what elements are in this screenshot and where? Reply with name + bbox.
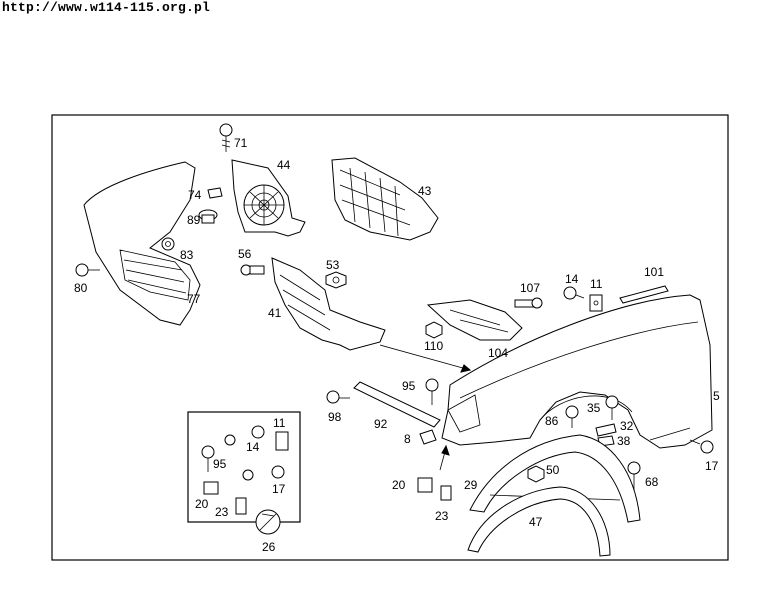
part-5-fender [441, 294, 713, 449]
callout-14-inset: 14 [246, 440, 260, 454]
callout-101: 101 [644, 265, 664, 279]
callout-35: 35 [587, 401, 601, 415]
callout-26: 26 [262, 540, 276, 554]
part-11-clip-top [589, 294, 603, 312]
source-url: http://www.w114-115.org.pl [2, 0, 211, 15]
callout-20-bottom: 20 [392, 478, 406, 492]
callout-68: 68 [645, 475, 659, 489]
part-92-bar [353, 381, 441, 428]
part-headlamp-corner [83, 161, 201, 326]
part-89-grommet [198, 209, 218, 224]
callout-47: 47 [529, 515, 543, 529]
part-53-nut [325, 271, 347, 289]
callout-11-inset: 11 [273, 416, 286, 430]
part-101-strip [619, 285, 669, 304]
callout-8: 8 [404, 432, 411, 446]
part-50-nut [527, 465, 545, 483]
part-86-clip [565, 405, 579, 428]
callout-43: 43 [418, 184, 432, 198]
callout-38: 38 [617, 434, 631, 448]
callout-107: 107 [520, 281, 540, 295]
callout-98: 98 [328, 410, 342, 424]
part-32-bracket [595, 423, 617, 437]
part-35-screw [605, 395, 619, 420]
callout-92: 92 [374, 417, 388, 431]
part-110-nut [425, 321, 443, 339]
part-104-bracket [426, 299, 523, 341]
part-47-arch [467, 486, 611, 557]
part-107-bolt [514, 297, 543, 309]
part-74-clip [207, 187, 223, 199]
part-8-clip [419, 429, 437, 445]
callout-53: 53 [326, 258, 340, 272]
callout-20-inset: 20 [195, 497, 209, 511]
callout-14-top: 14 [565, 272, 579, 286]
part-20-nut-bottom [417, 477, 433, 493]
callout-5: 5 [713, 389, 720, 403]
callout-23-bottom: 23 [435, 509, 449, 523]
callout-17-right: 17 [705, 459, 719, 473]
inset-hardware [201, 425, 289, 515]
part-95-screw [425, 378, 439, 405]
callout-86: 86 [545, 414, 559, 428]
lower-arrow [439, 444, 450, 471]
part-83-grommet [161, 237, 175, 251]
callout-74: 74 [188, 188, 202, 202]
callout-11-top: 11 [590, 277, 603, 291]
callout-83: 83 [180, 248, 194, 262]
callout-56: 56 [238, 247, 252, 261]
callout-17-inset: 17 [272, 482, 286, 496]
callout-29: 29 [464, 478, 478, 492]
callout-77: 77 [187, 292, 201, 306]
part-80-bolt [75, 263, 100, 277]
callout-95-top: 95 [402, 379, 416, 393]
part-44-bracket [231, 159, 306, 237]
callout-80: 80 [74, 281, 88, 295]
callout-104: 104 [488, 346, 508, 360]
callout-32: 32 [620, 419, 634, 433]
part-68-bolt [627, 461, 641, 490]
assembly-arrow [379, 344, 472, 373]
part-26-tool [255, 509, 281, 535]
part-14-screw-top [563, 286, 585, 300]
callout-41: 41 [268, 306, 282, 320]
callout-89: 89 [187, 213, 201, 227]
part-17-screw-right [689, 439, 714, 454]
callout-71: 71 [234, 136, 248, 150]
part-98-bolt [326, 390, 350, 404]
part-71-bolt [219, 123, 233, 152]
callout-23-inset: 23 [215, 505, 229, 519]
callout-110: 110 [424, 339, 443, 353]
part-56-screw [240, 264, 265, 276]
callout-44: 44 [277, 158, 291, 172]
callout-50: 50 [546, 463, 560, 477]
part-23-clip-bottom [440, 485, 452, 501]
part-43-grille [331, 157, 439, 241]
part-41-duct [271, 257, 386, 351]
callout-95-inset: 95 [213, 457, 227, 471]
